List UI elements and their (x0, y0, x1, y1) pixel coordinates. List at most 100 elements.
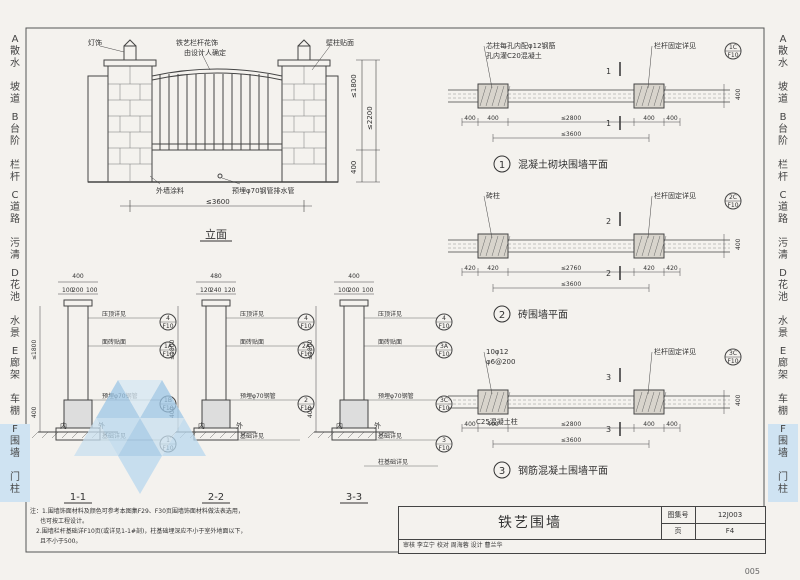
plan-note: 孔内灌C20混凝土 (486, 51, 542, 60)
label-base-finish: 外墙涂料 (156, 187, 184, 195)
section-wall (67, 305, 89, 403)
plan-number-circle (493, 305, 511, 323)
plan-dim-total: ≤3600 (561, 437, 581, 444)
side-index-char: 墙 (10, 448, 20, 459)
section-dim: 400 (348, 273, 360, 280)
side-index-char: 水 (778, 58, 788, 69)
side-index-char: D (779, 268, 787, 279)
plan-dim: 400 (643, 115, 655, 122)
side-index-char: 阶 (10, 136, 20, 147)
side-index-char: 清 (10, 250, 20, 261)
side-index-char: 散 (778, 46, 788, 57)
label-fence: 铁艺栏杆花饰 (176, 39, 218, 47)
note-2: 2.围墙栏杆基础详F10页(或详见1-1#剖)，柱基础埋深应不小于室外地面以下， (36, 528, 247, 535)
dim-elev-total: ≤2200 (366, 106, 374, 130)
cut-mark: 2 (606, 269, 611, 278)
side-index-char: 围 (10, 436, 20, 447)
note-1: 注：1.围墙饰面材料及颜色可参考本图集F29、F30页围墙饰面材料做法表选用， (30, 508, 244, 515)
title-block: 铁艺围墙 图集号 12J003 页 F4 审核 李立宁 校对 周海蓉 设计 曹兰… (398, 506, 766, 554)
side-index-char: 廊 (10, 358, 20, 369)
side-index-char: C (11, 190, 19, 201)
section-coping (63, 299, 93, 307)
section-lowwall (63, 399, 93, 429)
notes: 注：1.围墙饰面材料及颜色可参考本图集F29、F30页围墙饰面材料做法表选用， … (30, 507, 390, 547)
atlas-value: 12J003 (695, 507, 765, 524)
dim-elev-lower: 400 (350, 160, 358, 174)
plan-pier-left (477, 389, 509, 415)
ref-top: 2A (302, 343, 311, 350)
section-wall (343, 305, 365, 403)
section-label: 基础详见 (378, 432, 402, 440)
ref-top: 2 (304, 397, 308, 404)
side-index-char: 坡 (778, 82, 788, 93)
ref-top: 3C (729, 350, 737, 357)
dim-elev-upper: ≤1800 (350, 74, 358, 98)
section-dim: 400 (72, 273, 84, 280)
ref-top: 4 (166, 315, 170, 322)
plan-note: 栏杆固定详见 (654, 347, 696, 356)
plan-number: 3 (499, 466, 505, 477)
side-index-char: E (11, 346, 19, 357)
ref-top: 1A (164, 343, 173, 350)
lamp-icon (297, 45, 311, 61)
plan-number: 1 (499, 160, 505, 171)
cut-mark: 3 (606, 425, 611, 434)
side-index-char (0, 304, 30, 316)
section-name: 2-2 (208, 492, 224, 503)
side-index-char: 车 (10, 394, 20, 405)
plan-dim: 400 (666, 115, 678, 122)
lamp-icon (123, 45, 137, 61)
side-index-char: 道 (778, 94, 788, 105)
side-index-char: C (779, 190, 787, 201)
ref-bottom: F10 (300, 351, 311, 358)
label-drain: 预埋φ70钢管排水管 (232, 187, 295, 195)
section-lowwall (201, 399, 231, 429)
section-dim: 120 (224, 287, 236, 294)
section-dim: 120 (200, 287, 212, 294)
side-index-char: 道 (778, 202, 788, 213)
side-index-char: 廊 (778, 358, 788, 369)
side-index-char: E (779, 346, 787, 357)
cut-mark: 3 (606, 373, 611, 382)
section-dim: 100 (86, 287, 98, 294)
ref-bottom: F10 (300, 323, 311, 330)
ref-bottom: F10 (162, 351, 173, 358)
plan-dim-total: ≤3600 (561, 281, 581, 288)
label-inside: 内 (198, 421, 205, 430)
side-index-char: 路 (10, 214, 20, 225)
plan-dim: 400 (487, 115, 499, 122)
plan-note: 栏杆固定详见 (654, 191, 696, 200)
side-index-char (0, 226, 30, 238)
atlas-label: 图集号 (661, 507, 696, 524)
section-height: ≤1800 (307, 340, 314, 360)
section-name: 3-3 (346, 492, 362, 503)
plan-dim: 420 (487, 265, 499, 272)
plan-side-dim: 400 (735, 394, 742, 406)
plan-note: C25混凝土柱 (476, 417, 518, 426)
ref-top: 3C (440, 397, 448, 404)
low-wall (151, 149, 283, 183)
dim-elev-width: ≤3600 (206, 198, 230, 206)
elevation-title: 立面 (205, 227, 227, 241)
ref-bottom: F10 (300, 405, 311, 412)
plan-title: 混凝土砌块围墙平面 (518, 158, 608, 171)
plan-dim: 420 (666, 265, 678, 272)
side-index-char (0, 70, 30, 82)
section-views: 400100200100≤1800400内外压顶详见4F10面砖贴面1AF10预… (31, 273, 453, 504)
